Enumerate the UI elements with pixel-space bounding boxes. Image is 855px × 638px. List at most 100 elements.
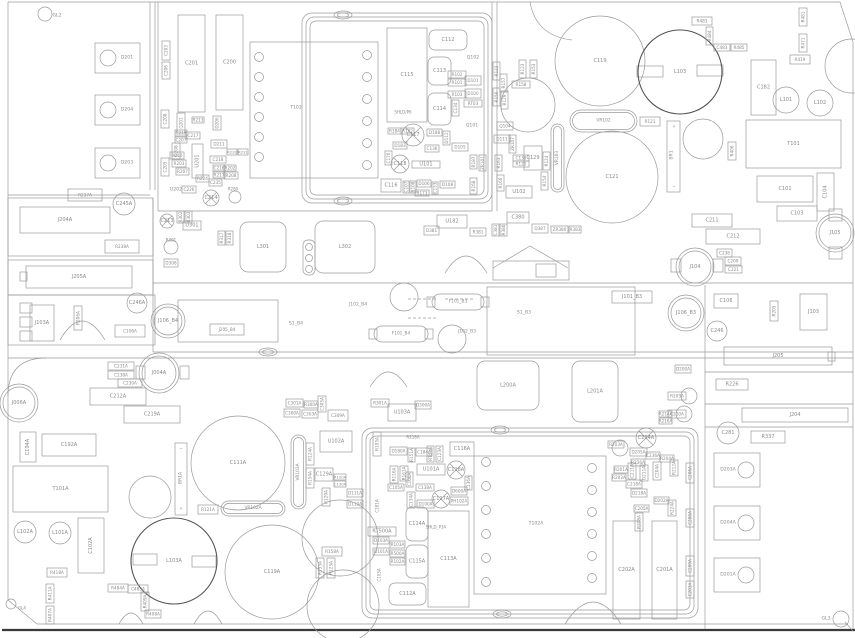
component-outline [666, 120, 681, 193]
component-R168 [469, 177, 478, 195]
component-outline [7, 197, 154, 257]
component-outline [712, 258, 724, 273]
label-D203A: D203A [720, 467, 736, 473]
component-D108 [439, 180, 456, 189]
component-C208A [685, 508, 695, 528]
component-label-C207: C207 [176, 138, 187, 143]
component-C106A [114, 324, 146, 338]
component-label-R120A: R120A [334, 475, 347, 480]
component-circle [254, 52, 264, 62]
component-R153A [315, 557, 325, 579]
component-R481 [798, 7, 808, 27]
component-R101 [447, 78, 467, 87]
component-circle [437, 324, 467, 354]
component-C184A [415, 447, 433, 457]
component-circle [254, 112, 264, 122]
component-C204A [652, 461, 662, 481]
polarity-mark [205, 192, 217, 204]
component-label-R481: R481 [801, 11, 806, 22]
component-C210A [667, 409, 687, 419]
component-U102 [505, 185, 533, 199]
component-label-C182: C182 [757, 85, 770, 91]
component-D100A [416, 499, 435, 509]
component-R151A [407, 447, 416, 463]
component-label-D111: D111 [496, 137, 508, 142]
screw-slot-inner [337, 12, 349, 18]
label-S1_B3: S1_B3 [517, 310, 531, 316]
component-R120 [512, 160, 530, 168]
component-D111A [346, 488, 364, 498]
component-outline [19, 330, 33, 342]
component-label-T101: T101 [786, 141, 800, 147]
component-label-R216A: R216A [659, 419, 673, 424]
component-R120A [333, 473, 347, 481]
component-label-R212A: R212A [672, 461, 677, 475]
component-J205 [723, 346, 833, 366]
component-circle-J106_B3 [667, 294, 705, 332]
component-circle-J006A [0, 383, 39, 423]
component-label-U101A: U101A [423, 467, 440, 473]
component-label-R158: R158 [516, 82, 527, 87]
component-label-C206A: C206A [688, 466, 693, 480]
component-circle-inner [153, 306, 183, 336]
component-label-C114: C114 [433, 106, 446, 112]
component-C208 [160, 109, 170, 129]
component-D101A [372, 547, 390, 556]
component-label-C381: C381 [493, 224, 498, 235]
component-label-C213: C213 [160, 218, 173, 224]
component-label-D205A: D205A [631, 450, 645, 455]
component-label-U101: U101 [419, 162, 432, 168]
screw-slot-inner [496, 611, 508, 617]
component-L301 [239, 221, 287, 273]
component-label-R120: R120 [516, 162, 527, 167]
component-label-R105A: R105A [375, 437, 380, 451]
component-label-R203: R203 [174, 161, 185, 166]
component-VR102A [220, 500, 286, 517]
screw-slot [333, 10, 353, 20]
component-label-C136A: C136A [466, 476, 471, 490]
component-label-R182: R182 [402, 129, 413, 134]
component-circle [254, 72, 264, 82]
component-R210 [169, 151, 185, 160]
component-label-J205_B4: J205_B4 [218, 327, 236, 332]
component-D211A [639, 464, 649, 482]
component-R124A [305, 442, 315, 466]
component-label-C309A: C309A [331, 413, 345, 418]
label-D201A: D201A [720, 572, 736, 578]
component-C380 [506, 211, 530, 224]
component-R158 [511, 80, 531, 89]
component-C106 [713, 293, 739, 309]
component-C103 [776, 205, 818, 222]
component-Q104 [496, 121, 514, 131]
component-C221 [724, 265, 743, 274]
component-label-C238A: C238A [114, 373, 128, 378]
component-circle [587, 485, 597, 495]
label-−: − [672, 185, 676, 190]
screw-slot [333, 196, 353, 206]
component-label-C201A: C201A [656, 567, 673, 573]
label-C181A: C181A [375, 499, 380, 512]
component-C112A [388, 582, 427, 606]
component-D387 [531, 223, 549, 234]
component-circle [163, 239, 179, 255]
component-label-C216: C216 [214, 166, 225, 171]
component-D101 [464, 75, 482, 86]
component-circle [737, 514, 755, 532]
component-C219 [174, 129, 188, 137]
component-C200 [215, 14, 244, 111]
component-circle [587, 463, 597, 473]
component-C105A [387, 483, 405, 492]
component-circle [5, 598, 17, 610]
component-label-J103: J103 [807, 309, 819, 315]
component-circle-L101A [48, 521, 72, 545]
component-label-C103: C103 [790, 211, 803, 217]
component-label-D188: D188 [429, 130, 441, 135]
label-Q102: Q102 [467, 55, 479, 61]
component-label-R237A: R237A [78, 193, 92, 198]
component-label-C134A: C134A [409, 493, 414, 507]
component-VR102A-inner [223, 503, 283, 514]
component-label-D208: D208 [174, 145, 179, 157]
component-RT03 [463, 99, 483, 108]
component-D202A [653, 496, 670, 505]
